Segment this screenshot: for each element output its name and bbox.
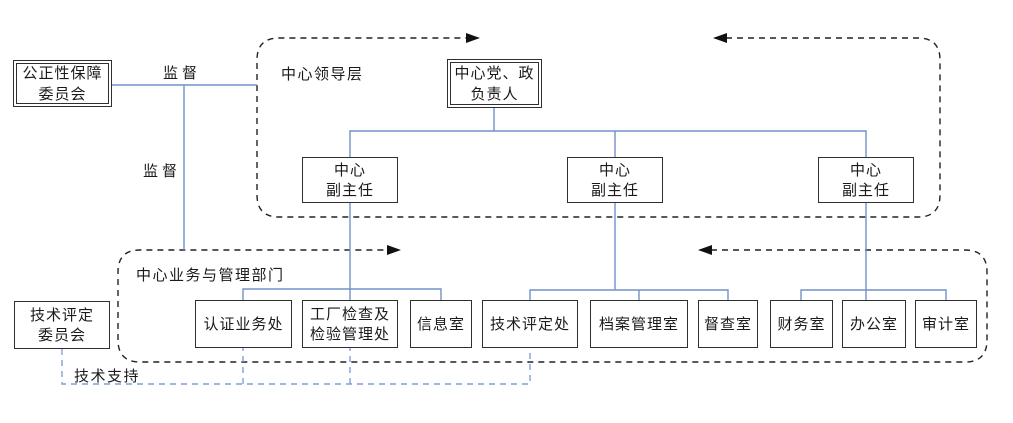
node-dept-information-label: 信息室 (416, 314, 465, 333)
node-tech-committee-line1: 技术评定 (29, 305, 94, 324)
node-dept-tech-evaluation: 技术评定处 (482, 300, 578, 348)
node-dept-information: 信息室 (410, 300, 472, 348)
node-dept-factory-inspection-line1: 工厂检查及 (309, 304, 390, 323)
leadership-group-outline (256, 37, 941, 218)
node-center-leader-line1: 中心党、政 (454, 64, 535, 83)
node-dept-certification: 认证业务处 (195, 300, 292, 348)
node-dept-factory-inspection-line2: 检验管理处 (309, 325, 390, 343)
node-dept-archives-label: 档案管理室 (598, 314, 679, 333)
node-dept-general-office-label: 办公室 (849, 314, 898, 333)
node-tech-committee-line2: 委员会 (37, 326, 86, 344)
node-deputy-1-line1: 中心 (333, 160, 366, 179)
node-dept-general-office: 办公室 (842, 300, 906, 348)
node-dept-audit-label: 审计室 (921, 314, 970, 333)
edge-group1-bus (242, 288, 442, 300)
edge-group2-bus (529, 289, 729, 300)
departments-group-label: 中心业务与管理部门 (136, 266, 285, 284)
edge-tech-support-main (61, 348, 531, 385)
departments-arrow-right-icon (387, 245, 401, 255)
node-deputy-1: 中心 副主任 (302, 157, 398, 203)
node-deputy-3-line1: 中心 (849, 160, 882, 179)
supervise-label-top: 监督 (163, 64, 202, 82)
node-deputy-3-line2: 副主任 (841, 181, 890, 199)
node-deputy-2: 中心 副主任 (567, 157, 663, 203)
leadership-arrow-left-icon (713, 33, 727, 43)
leadership-arrow-right-icon (466, 33, 480, 43)
node-dept-archives: 档案管理室 (590, 300, 688, 348)
node-deputy-1-line2: 副主任 (325, 181, 374, 199)
edge-deputy-bus (349, 130, 867, 157)
departments-group-outline (117, 249, 988, 363)
departments-arrow-left-icon (698, 245, 712, 255)
node-fairness-committee: 公正性保障 委员会 (13, 60, 112, 107)
node-fairness-committee-line2: 委员会 (38, 84, 87, 103)
edge-group3-bus (800, 289, 947, 300)
node-deputy-2-line2: 副主任 (590, 181, 639, 199)
node-dept-supervision-office-label: 督查室 (703, 314, 752, 333)
node-dept-finance-label: 财务室 (777, 314, 826, 333)
supervise-label-mid: 监督 (143, 162, 182, 180)
node-dept-finance: 财务室 (770, 300, 833, 348)
node-fairness-committee-line1: 公正性保障 (22, 64, 103, 83)
node-center-leader-line2: 负责人 (470, 84, 519, 103)
node-center-leader: 中心党、政 负责人 (447, 59, 542, 108)
node-deputy-2-line1: 中心 (598, 160, 631, 179)
node-dept-factory-inspection: 工厂检查及 检验管理处 (302, 300, 398, 348)
node-deputy-3: 中心 副主任 (818, 157, 914, 203)
tech-support-label: 技术支持 (74, 367, 141, 385)
leadership-group-label: 中心领导层 (281, 65, 364, 83)
node-dept-supervision-office: 督查室 (698, 300, 758, 348)
node-dept-certification-label: 认证业务处 (203, 314, 284, 333)
node-dept-audit: 审计室 (915, 300, 977, 348)
node-tech-committee: 技术评定 委员会 (14, 301, 110, 349)
node-dept-tech-evaluation-label: 技术评定处 (489, 314, 570, 333)
